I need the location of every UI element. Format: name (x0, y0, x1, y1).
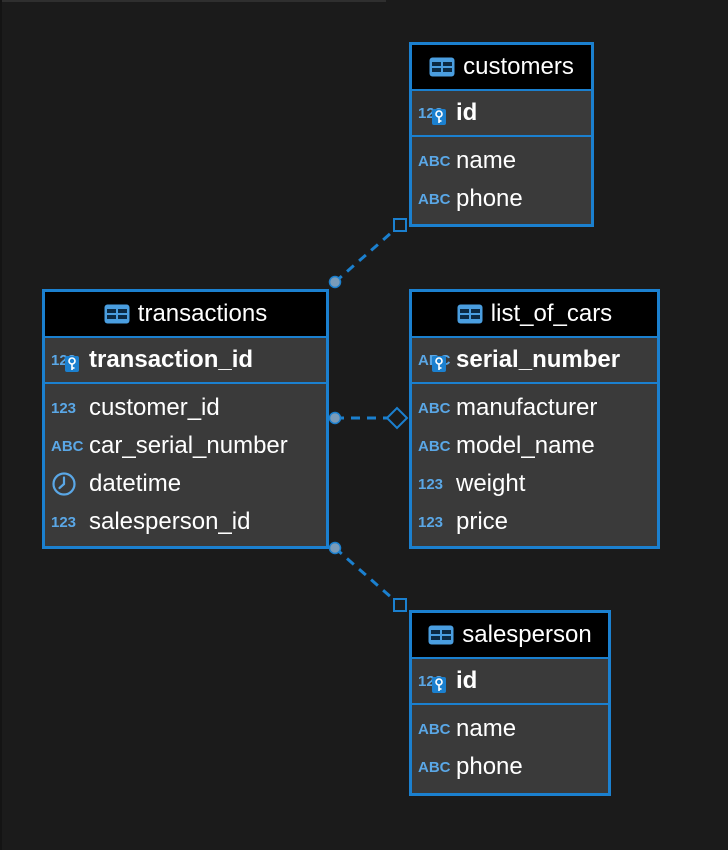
entity-header-salesperson[interactable]: salesperson (412, 613, 608, 659)
pk-section: 123 id (412, 659, 608, 705)
column-name: salesperson_id (89, 508, 251, 535)
column-row-price[interactable]: 123 price (412, 503, 657, 541)
pk-section: 123 transaction_id (45, 338, 326, 384)
entity-title: customers (463, 53, 574, 80)
column-name: phone (456, 185, 523, 212)
text-type-icon: ABC (418, 758, 451, 776)
entity-title: list_of_cars (490, 300, 613, 327)
link-transactions-list-of-cars-start-dot (328, 411, 342, 425)
key-icon (432, 677, 446, 693)
entity-header-transactions[interactable]: transactions (45, 292, 326, 338)
column-name: customer_id (89, 394, 220, 421)
text-type-icon: ABC (418, 720, 451, 738)
link-transactions-customers-start-dot (328, 275, 342, 289)
columns-section: 123 customer_id ABC car_serial_number da… (45, 384, 326, 541)
left-border (0, 0, 2, 850)
column-row-name[interactable]: ABC name (412, 142, 591, 180)
table-icon (428, 625, 454, 645)
entity-title: salesperson (462, 621, 592, 648)
key-icon (432, 109, 446, 125)
clock-icon-glyph (52, 472, 76, 496)
link-transactions-salesperson[interactable] (334, 546, 401, 607)
entity-header-customers[interactable]: customers (412, 45, 591, 91)
column-row-phone[interactable]: ABC phone (412, 748, 608, 786)
entity-header-list-of-cars[interactable]: list_of_cars (412, 292, 657, 338)
text-type-icon: ABC (418, 152, 451, 170)
column-row-id[interactable]: 123 id (412, 659, 608, 703)
column-name: phone (456, 753, 523, 780)
column-name: model_name (456, 432, 595, 459)
column-row-customer-id[interactable]: 123 customer_id (45, 389, 326, 427)
top-border (0, 0, 386, 2)
column-row-serial-number[interactable]: ABC serial_number (412, 338, 657, 382)
primary-key-numeric-icon: 123 (418, 102, 452, 125)
numeric-type-icon: 123 (418, 513, 444, 531)
numeric-type-icon: 123 (51, 399, 77, 417)
column-name: id (456, 667, 478, 694)
key-icon (432, 356, 446, 372)
key-icon (65, 356, 79, 372)
columns-section: ABC name ABC phone (412, 705, 608, 786)
column-name: price (456, 508, 509, 535)
table-icon (429, 57, 455, 77)
column-row-name[interactable]: ABC name (412, 710, 608, 748)
link-transactions-list-of-cars-end-marker (385, 406, 409, 430)
link-transactions-salesperson-start-dot (328, 541, 342, 555)
column-row-id[interactable]: 123 id (412, 91, 591, 135)
pk-section: ABC serial_number (412, 338, 657, 384)
column-row-salesperson-id[interactable]: 123 salesperson_id (45, 503, 326, 541)
entity-list-of-cars[interactable]: list_of_cars ABC serial_number ABC (409, 289, 660, 549)
column-row-transaction-id[interactable]: 123 transaction_id (45, 338, 326, 382)
column-name: name (456, 715, 517, 742)
column-row-phone[interactable]: ABC phone (412, 180, 591, 218)
entity-transactions[interactable]: transactions 123 transaction_id 123 (42, 289, 329, 549)
entity-customers[interactable]: customers 123 id ABC name (409, 42, 594, 227)
primary-key-text-icon: ABC (418, 349, 452, 372)
column-row-weight[interactable]: 123 weight (412, 465, 657, 503)
link-transactions-customers[interactable] (334, 224, 400, 284)
columns-section: ABC name ABC phone (412, 137, 591, 218)
column-row-manufacturer[interactable]: ABC manufacturer (412, 389, 657, 427)
clock-icon (51, 472, 85, 496)
pk-section: 123 id (412, 91, 591, 137)
column-name: car_serial_number (89, 432, 288, 459)
table-icon (104, 304, 130, 324)
column-name: manufacturer (456, 394, 598, 421)
column-name: datetime (89, 470, 182, 497)
numeric-type-icon: 123 (418, 475, 444, 493)
entity-salesperson[interactable]: salesperson 123 id ABC name (409, 610, 611, 796)
text-type-icon: ABC (418, 190, 451, 208)
column-name: transaction_id (89, 346, 254, 373)
column-name: id (456, 99, 478, 126)
link-transactions-salesperson-end-marker (393, 598, 407, 612)
link-transactions-customers-end-marker (393, 218, 407, 232)
column-row-model-name[interactable]: ABC model_name (412, 427, 657, 465)
entity-title: transactions (137, 300, 268, 327)
text-type-icon: ABC (418, 399, 451, 417)
primary-key-numeric-icon: 123 (418, 670, 452, 693)
numeric-type-icon: 123 (51, 513, 77, 531)
column-name: serial_number (456, 346, 621, 373)
text-type-icon: ABC (418, 437, 451, 455)
columns-section: ABC manufacturer ABC model_name 123 weig… (412, 384, 657, 541)
column-row-datetime[interactable]: datetime (45, 465, 326, 503)
primary-key-numeric-icon: 123 (51, 349, 85, 372)
column-row-car-serial-number[interactable]: ABC car_serial_number (45, 427, 326, 465)
text-type-icon: ABC (51, 437, 84, 455)
table-icon (457, 304, 483, 324)
column-name: name (456, 147, 517, 174)
column-name: weight (456, 470, 526, 497)
